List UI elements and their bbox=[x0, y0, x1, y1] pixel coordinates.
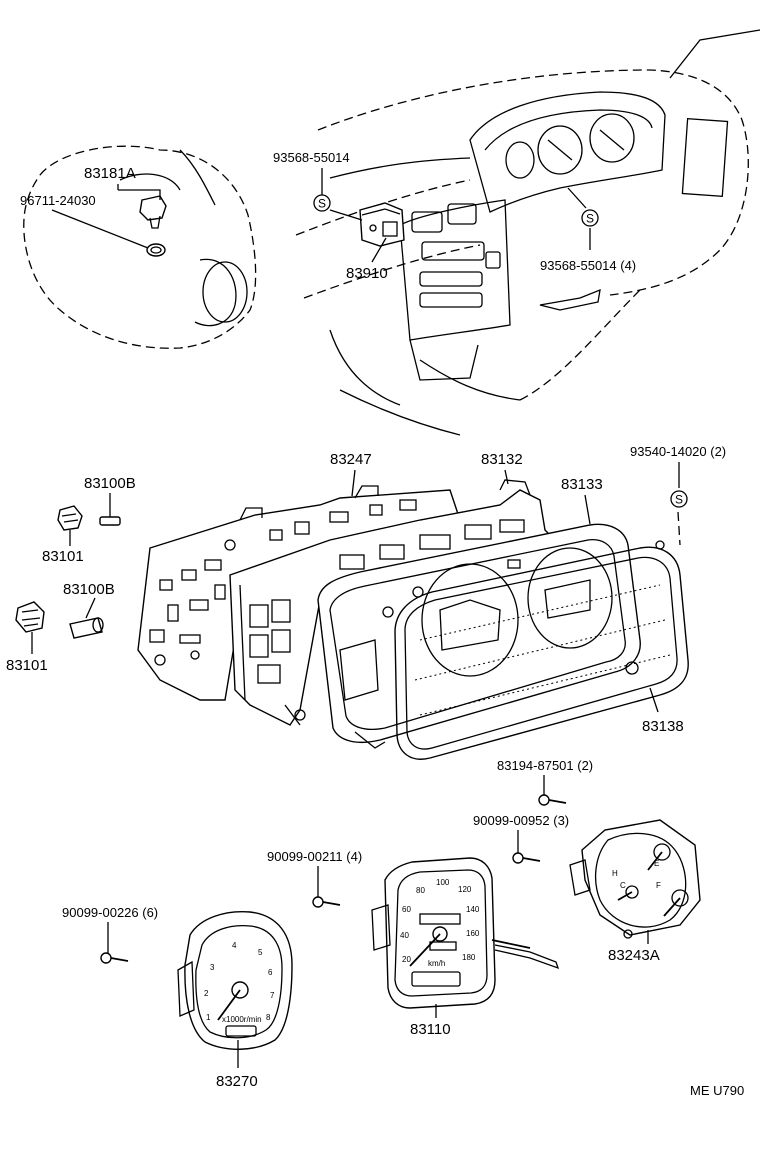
tacho-tick-5: 5 bbox=[258, 948, 263, 957]
label-93568-55014-a: 93568-55014 bbox=[273, 150, 350, 165]
tachometer: 1 2 3 4 5 6 7 8 x1000r/min bbox=[177, 911, 293, 1050]
gauge-f-label: F bbox=[656, 881, 661, 890]
screws bbox=[100, 794, 567, 964]
speedo-tick-100: 100 bbox=[436, 878, 450, 887]
label-83194-87501: 83194-87501 (2) bbox=[497, 758, 593, 773]
gauge-h-label: H bbox=[612, 869, 618, 878]
label-93540-14020: 93540-14020 (2) bbox=[630, 444, 726, 459]
tacho-tick-4: 4 bbox=[232, 941, 237, 950]
label-83110: 83110 bbox=[410, 1021, 451, 1038]
screw-90099-00226 bbox=[100, 952, 129, 964]
s-symbol-2: S bbox=[581, 209, 599, 227]
tacho-tick-labels: 1 2 3 4 5 6 7 8 bbox=[204, 941, 275, 1022]
leader-lines bbox=[31, 168, 680, 1068]
speedo-tick-20: 20 bbox=[402, 955, 411, 964]
cluster-assembly bbox=[137, 479, 689, 760]
speedo-tick-80: 80 bbox=[416, 886, 425, 895]
dashboard-outline bbox=[295, 29, 761, 436]
svg-text:S: S bbox=[586, 212, 594, 226]
speedometer: 20 40 60 80 100 120 140 160 180 km/h bbox=[371, 857, 560, 1009]
label-83101-1: 83101 bbox=[42, 548, 84, 565]
label-83181A: 83181A bbox=[84, 165, 136, 182]
label-93568-55014-b: 93568-55014 (4) bbox=[540, 258, 636, 273]
label-83133: 83133 bbox=[561, 476, 603, 493]
footer-code: ME U790 bbox=[690, 1083, 744, 1098]
tacho-tick-6: 6 bbox=[268, 968, 273, 977]
gauge-c-label: C bbox=[620, 881, 626, 890]
s-symbol-1: S bbox=[313, 194, 331, 212]
fuel-temp-gauge: H C F E bbox=[569, 819, 701, 939]
sealant-symbols: S S S bbox=[313, 194, 688, 508]
label-90099-00952: 90099-00952 (3) bbox=[473, 813, 569, 828]
tacho-tick-8: 8 bbox=[266, 1013, 271, 1022]
label-90099-00211: 90099-00211 (4) bbox=[267, 849, 362, 864]
label-83138: 83138 bbox=[642, 718, 684, 735]
speedo-tick-180: 180 bbox=[462, 953, 476, 962]
label-83101-2: 83101 bbox=[6, 657, 48, 674]
speedo-tick-40: 40 bbox=[400, 931, 409, 940]
label-83270: 83270 bbox=[216, 1073, 258, 1090]
svg-text:S: S bbox=[318, 197, 326, 211]
speedo-tick-labels: 20 40 60 80 100 120 140 160 180 bbox=[400, 878, 480, 964]
label-96711-24030: 96711-24030 bbox=[20, 193, 96, 208]
label-83910: 83910 bbox=[346, 265, 388, 282]
tacho-unit: x1000r/min bbox=[222, 1015, 262, 1024]
speedo-tick-140: 140 bbox=[466, 905, 480, 914]
tacho-tick-3: 3 bbox=[210, 963, 215, 972]
label-83132: 83132 bbox=[481, 451, 523, 468]
svg-text:S: S bbox=[675, 493, 683, 507]
s-symbol-3: S bbox=[670, 490, 688, 508]
label-83243A: 83243A bbox=[608, 947, 660, 964]
label-83100B-2: 83100B bbox=[63, 581, 115, 598]
speedo-unit: km/h bbox=[428, 959, 445, 968]
speedo-tick-160: 160 bbox=[466, 929, 480, 938]
label-83100B-1: 83100B bbox=[84, 475, 136, 492]
tacho-tick-7: 7 bbox=[270, 991, 275, 1000]
speedo-tick-120: 120 bbox=[458, 885, 472, 894]
screw-90099-00211 bbox=[312, 896, 341, 908]
gauge-e-label: E bbox=[654, 859, 659, 868]
screw-90099-00952 bbox=[512, 852, 541, 864]
label-90099-00226: 90099-00226 (6) bbox=[62, 905, 158, 920]
screw-83194 bbox=[538, 794, 567, 806]
bulbs bbox=[15, 505, 121, 639]
tacho-tick-1: 1 bbox=[206, 1013, 211, 1022]
speedo-tick-60: 60 bbox=[402, 905, 411, 914]
label-83247: 83247 bbox=[330, 451, 372, 468]
tacho-tick-2: 2 bbox=[204, 989, 209, 998]
part-labels: 83181A 96711-24030 93568-55014 83910 935… bbox=[6, 150, 744, 1098]
transaxle-outline bbox=[23, 145, 257, 349]
